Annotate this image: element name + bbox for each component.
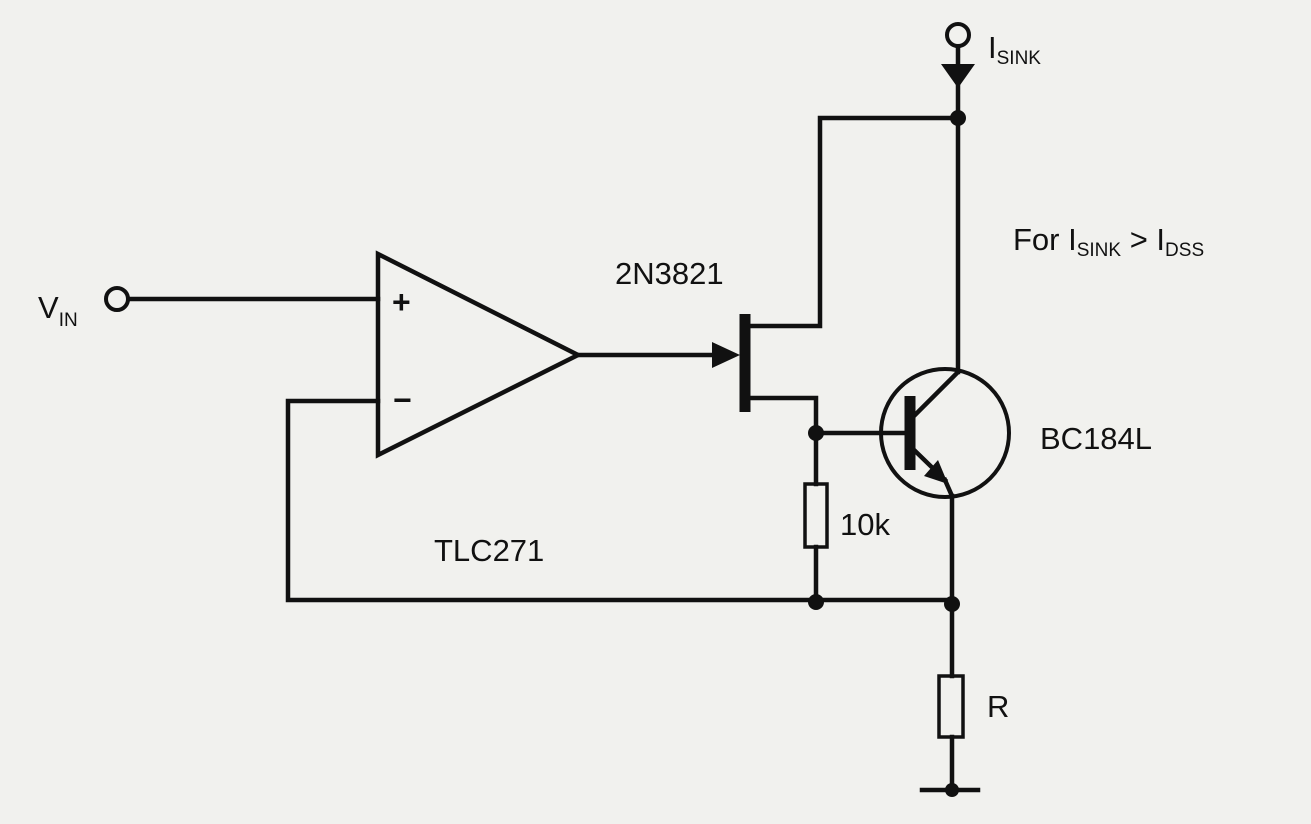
- junction-dot: [808, 425, 824, 441]
- isink-label: ISINK: [988, 30, 1041, 69]
- wire-feedback: [285, 398, 819, 603]
- vin-label: VIN: [38, 290, 78, 331]
- opamp-part-label: TLC271: [434, 533, 544, 568]
- junction-dots: [808, 110, 966, 612]
- resistor-10k: [803, 482, 829, 549]
- resistor-r: [937, 674, 965, 739]
- wire-jfet-drain: [747, 115, 961, 329]
- vin-terminal: [104, 286, 130, 312]
- opamp-minus-sign: −: [393, 382, 412, 418]
- gate-arrow-icon: [712, 342, 740, 368]
- jfet-symbol: [712, 314, 751, 412]
- jfet-part-label: 2N3821: [615, 256, 724, 291]
- emitter-arrow-icon: [924, 460, 948, 484]
- opamp-symbol: + −: [375, 250, 584, 459]
- junction-dot: [944, 596, 960, 612]
- bjt-part-label: BC184L: [1040, 421, 1152, 456]
- ground-symbol: [919, 783, 981, 797]
- wire-jfet-source: [747, 395, 819, 436]
- bjt-symbol: [879, 367, 1011, 499]
- junction-dot: [950, 110, 966, 126]
- isink-terminal: [945, 22, 971, 48]
- junction-dot: [808, 594, 824, 610]
- vin-subscript: IN: [59, 310, 78, 331]
- opamp-plus-sign: +: [392, 284, 411, 320]
- isink-arrow-icon: [941, 64, 975, 88]
- resistor-10k-label: 10k: [840, 507, 890, 542]
- isink-subscript: SINK: [997, 48, 1042, 69]
- condition-note: For ISINK > IDSS: [1013, 222, 1204, 261]
- resistor-r-label: R: [987, 689, 1009, 724]
- wires: [126, 45, 961, 793]
